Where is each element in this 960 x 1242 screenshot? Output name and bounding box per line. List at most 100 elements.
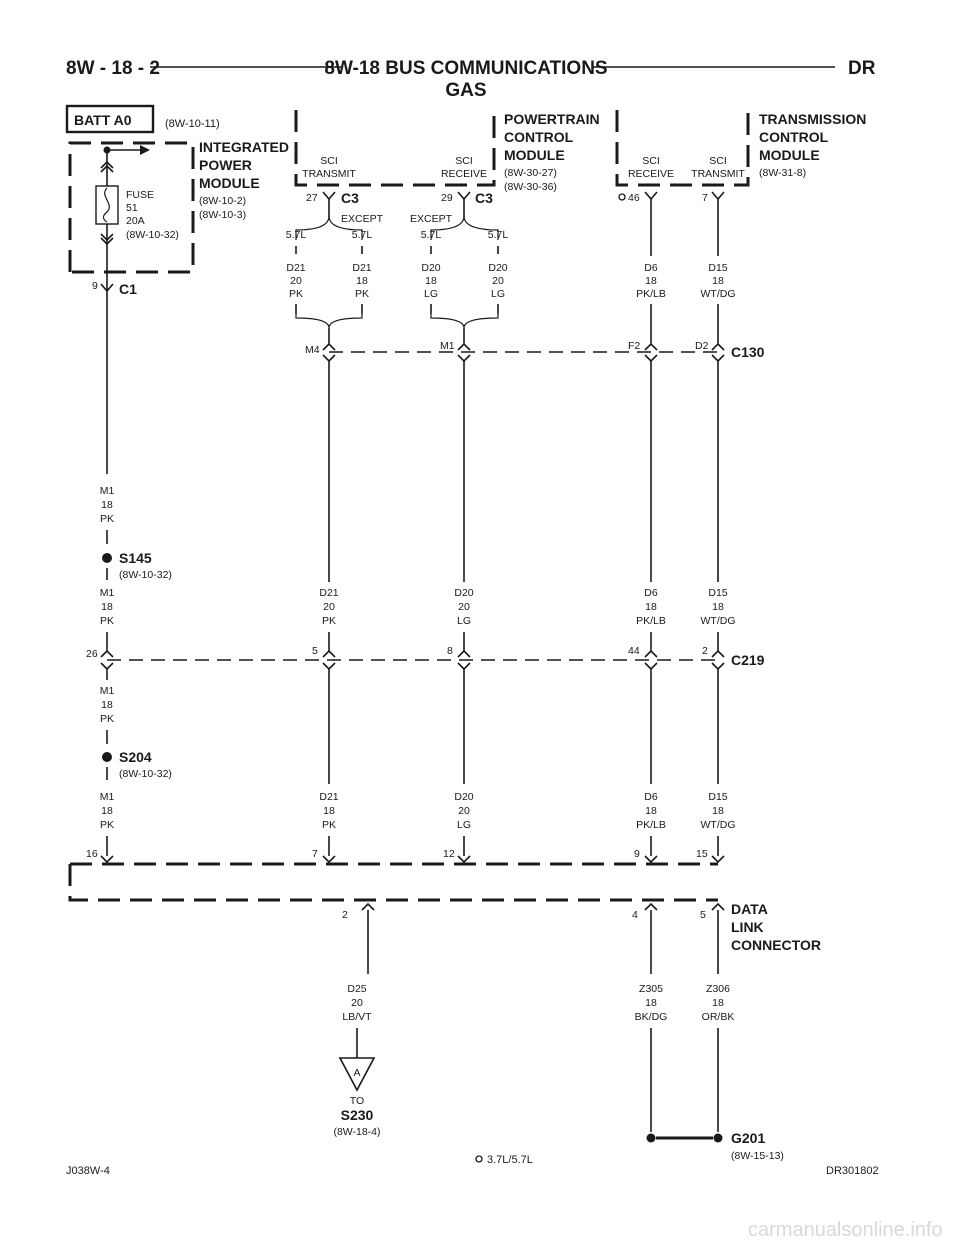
to-s230: S230 <box>341 1107 374 1123</box>
tcm-ref: (8W-31-8) <box>759 167 806 179</box>
pcm-sci-receive-1: SCI <box>455 155 473 167</box>
variant-rx-except: EXCEPT <box>410 213 453 225</box>
dlc-pin-2: 2 <box>342 909 348 921</box>
off-page-arrow-icon <box>338 1057 376 1092</box>
wire-m1-c-gauge: 18 <box>101 699 113 711</box>
arrow-icon <box>140 145 150 155</box>
pcm-c3-right: C3 <box>475 190 493 206</box>
wire-m1-d-color: PK <box>100 819 114 831</box>
variant-tx-except: EXCEPT <box>341 213 384 225</box>
dlc-pin-15: 15 <box>696 848 708 860</box>
wire-z306-id: Z306 <box>706 983 730 995</box>
wire-d21-b-id: D21 <box>352 262 371 274</box>
wire-d6-color: PK/LB <box>636 288 666 300</box>
wire-d21-a-gauge: 20 <box>290 275 302 287</box>
page-subtitle: GAS <box>445 80 486 101</box>
low-d21-id: D21 <box>319 791 338 803</box>
to-s230-ref: (8W-18-4) <box>333 1126 380 1138</box>
c219-name: C219 <box>731 652 765 668</box>
tcm-sci-transmit-1: SCI <box>709 155 727 167</box>
fuse-label: FUSE <box>126 189 154 201</box>
dlc-pin-12: 12 <box>443 848 455 860</box>
ground-point-icon <box>646 1133 656 1143</box>
variant-tx-b: 5.7L <box>352 229 373 241</box>
tcm-pin-tx: 7 <box>702 192 708 204</box>
batt-box <box>65 104 155 134</box>
mid-d6-id: D6 <box>644 587 658 599</box>
low-d15-gauge: 18 <box>712 805 724 817</box>
tcm-sci-receive-1: SCI <box>642 155 660 167</box>
c1-pin: 9 <box>92 280 98 292</box>
wire-d20-b-id: D20 <box>488 262 507 274</box>
variant-join-d21 <box>295 314 363 329</box>
wire-d20-a-color: LG <box>424 288 438 300</box>
mid-d15-color: WT/DG <box>701 615 736 627</box>
ground-point-icon <box>713 1133 723 1143</box>
pcm-sci-transmit-1: SCI <box>320 155 338 167</box>
c219-pin-8: 8 <box>447 645 453 657</box>
wire-m1-a-gauge: 18 <box>101 499 113 511</box>
wire-d6-id: D6 <box>644 262 658 274</box>
wire-d25-color: LB/VT <box>342 1011 372 1023</box>
tcm-title-1: TRANSMISSION <box>759 111 866 127</box>
pcm-c3-left: C3 <box>341 190 359 206</box>
wire-d15-color: WT/DG <box>701 288 736 300</box>
pcm-pin-rx: 29 <box>441 192 453 204</box>
ipm-title-3: MODULE <box>199 175 260 191</box>
dlc-pin-16: 16 <box>86 848 98 860</box>
dlc-outline <box>68 862 718 902</box>
wire-m1-d-id: M1 <box>100 791 115 803</box>
wire-z305-id: Z305 <box>639 983 663 995</box>
variant-split-rx <box>430 215 499 240</box>
mid-d20-id: D20 <box>454 587 473 599</box>
wire-m1-d-gauge: 18 <box>101 805 113 817</box>
mid-d20-gauge: 20 <box>458 601 470 613</box>
ipm-module-outline <box>68 141 195 274</box>
pcm-title-2: CONTROL <box>504 129 574 145</box>
fuse-rating: 20A <box>126 215 145 227</box>
mid-d6-gauge: 18 <box>645 601 657 613</box>
wire-d20-a-id: D20 <box>421 262 440 274</box>
fuse-element-icon <box>102 187 110 223</box>
dlc-top-terminals <box>100 855 725 864</box>
batt-ref: (8W-10-11) <box>165 118 220 130</box>
wire-d25-id: D25 <box>347 983 366 995</box>
tcm-module-outline <box>615 110 750 187</box>
fuse-number: 51 <box>126 202 138 214</box>
variant-rx-b: 5.7L <box>488 229 509 241</box>
splice-s145: S145 <box>119 550 152 566</box>
off-page-marker: A <box>353 1067 360 1079</box>
wire-d6-gauge: 18 <box>645 275 657 287</box>
variant-split-tx <box>295 215 363 240</box>
footer-left: J038W-4 <box>66 1165 110 1177</box>
tcm-sci-transmit-2: TRANSMIT <box>691 168 745 180</box>
c219-pin-44: 44 <box>628 645 640 657</box>
pcm-ref-2: (8W-30-36) <box>504 181 557 193</box>
tcm-pin-rx: 46 <box>628 192 640 204</box>
tcm-sci-receive-2: RECEIVE <box>628 168 674 180</box>
wire-z305-gauge: 18 <box>645 997 657 1009</box>
page-number: 8W - 18 - 2 <box>66 58 160 79</box>
dlc-pin-9: 9 <box>634 848 640 860</box>
low-d20-id: D20 <box>454 791 473 803</box>
low-d6-color: PK/LB <box>636 819 666 831</box>
low-d20-gauge: 20 <box>458 805 470 817</box>
pcm-module-outline <box>294 110 496 187</box>
page-title: 8W-18 BUS COMMUNICATIONS <box>324 58 607 79</box>
low-d6-gauge: 18 <box>645 805 657 817</box>
connector-pin-icon <box>322 191 336 201</box>
wire-d20-b-color: LG <box>491 288 505 300</box>
wire-z305-color: BK/DG <box>635 1011 668 1023</box>
pcm-title-3: MODULE <box>504 147 565 163</box>
dlc-bottom-terminals <box>361 902 725 911</box>
splice-s204-icon <box>102 752 112 762</box>
wire-d15-id: D15 <box>708 262 727 274</box>
ipm-title-2: POWER <box>199 157 252 173</box>
mid-d6-color: PK/LB <box>636 615 666 627</box>
fuse-body <box>95 185 119 225</box>
batt-label: BATT A0 <box>74 112 132 128</box>
mid-d15-gauge: 18 <box>712 601 724 613</box>
low-d21-gauge: 18 <box>323 805 335 817</box>
splice-s145-ref: (8W-10-32) <box>119 569 172 581</box>
splice-s204: S204 <box>119 749 152 765</box>
